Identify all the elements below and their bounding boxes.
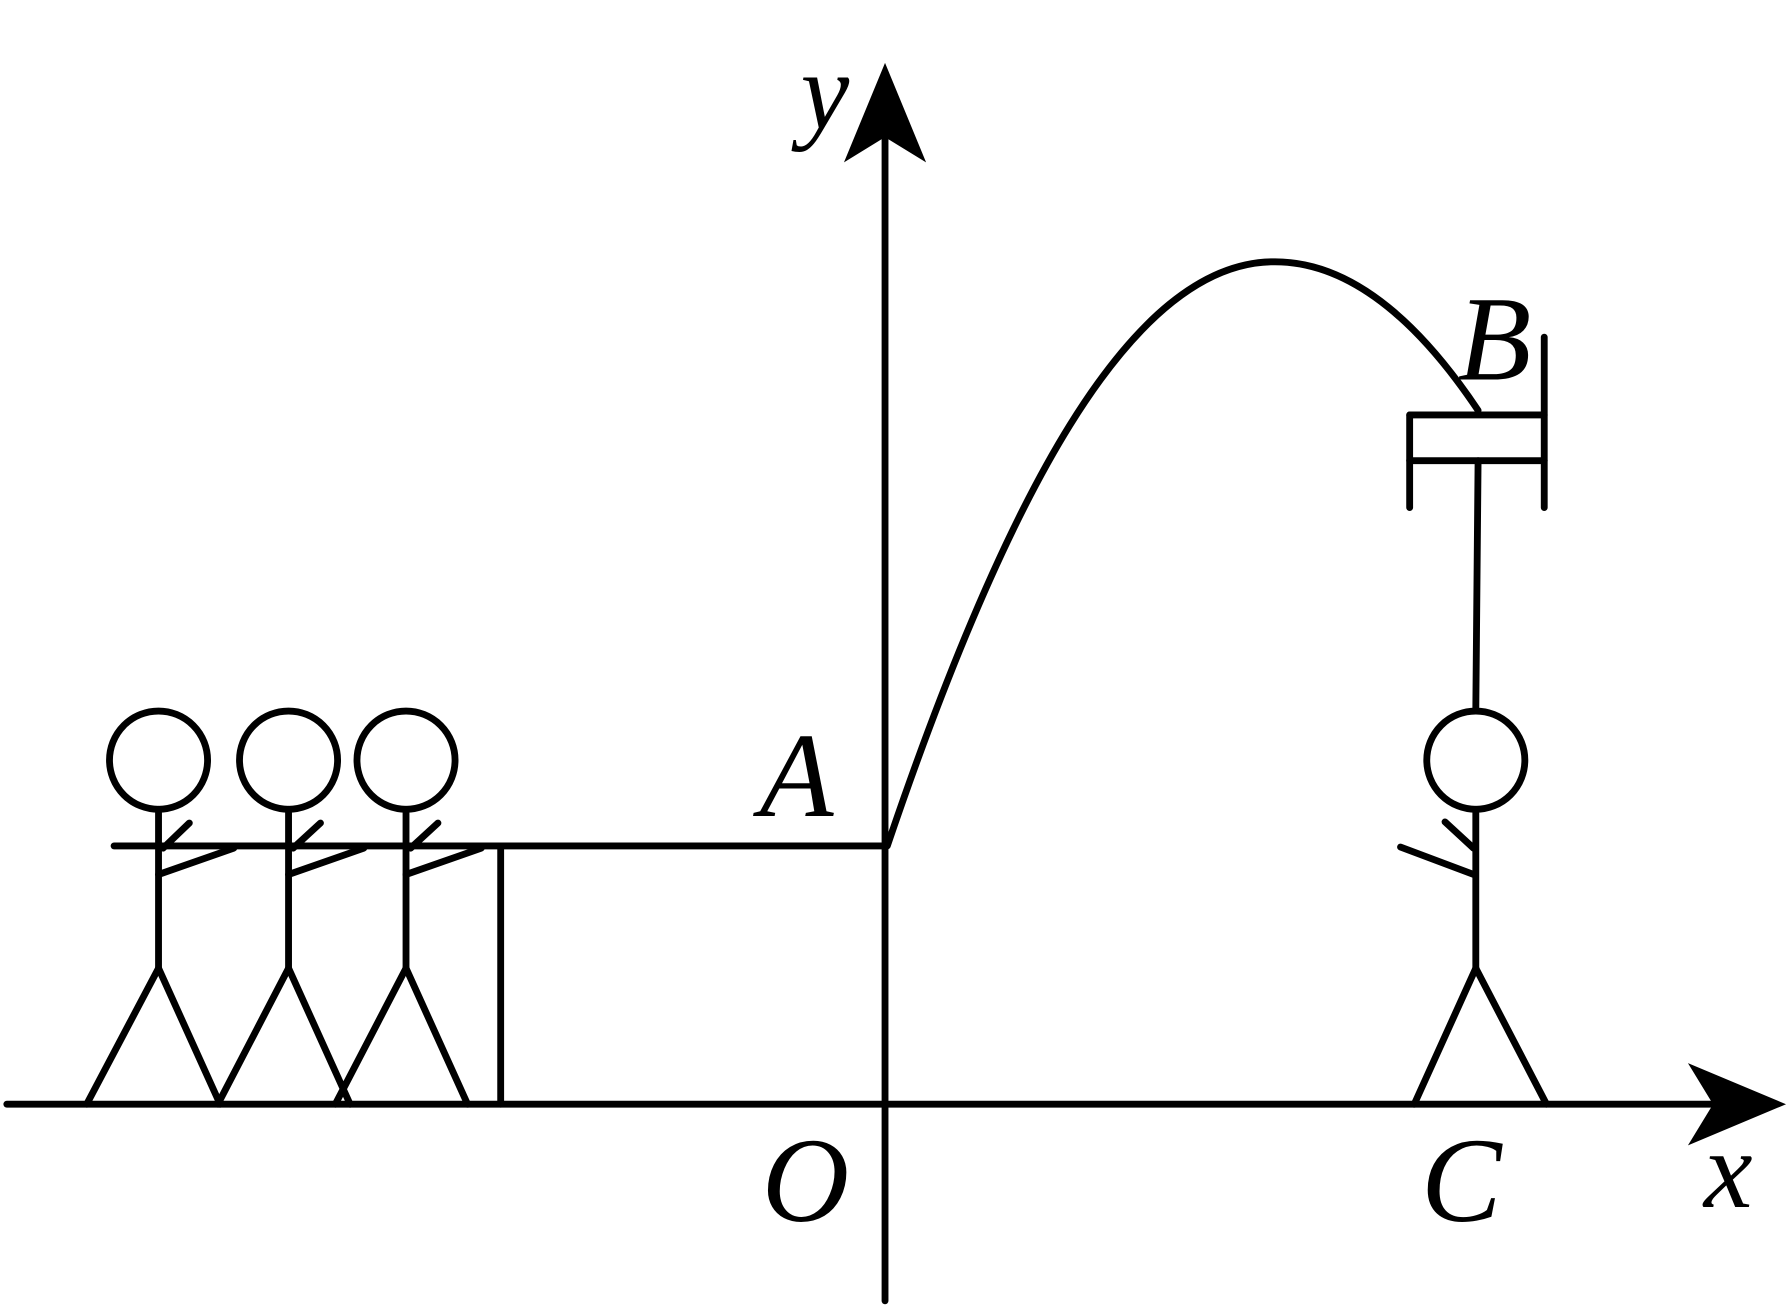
person-1	[83, 707, 238, 1108]
x-axis-label: x	[1702, 1109, 1753, 1231]
point-a-label: A	[753, 709, 835, 843]
person-catcher	[1397, 707, 1550, 1108]
origin-label: O	[762, 1114, 849, 1248]
catch-basket	[1406, 333, 1548, 713]
person-3	[331, 707, 485, 1108]
trajectory-curve	[883, 258, 1482, 850]
person-2	[214, 707, 368, 1108]
point-b-label: B	[1458, 272, 1532, 406]
y-axis-label: y	[791, 30, 850, 152]
x-axis-arrow-icon	[1687, 1063, 1787, 1146]
y-axis-arrow-icon	[843, 62, 927, 163]
point-c-label: C	[1421, 1114, 1503, 1248]
